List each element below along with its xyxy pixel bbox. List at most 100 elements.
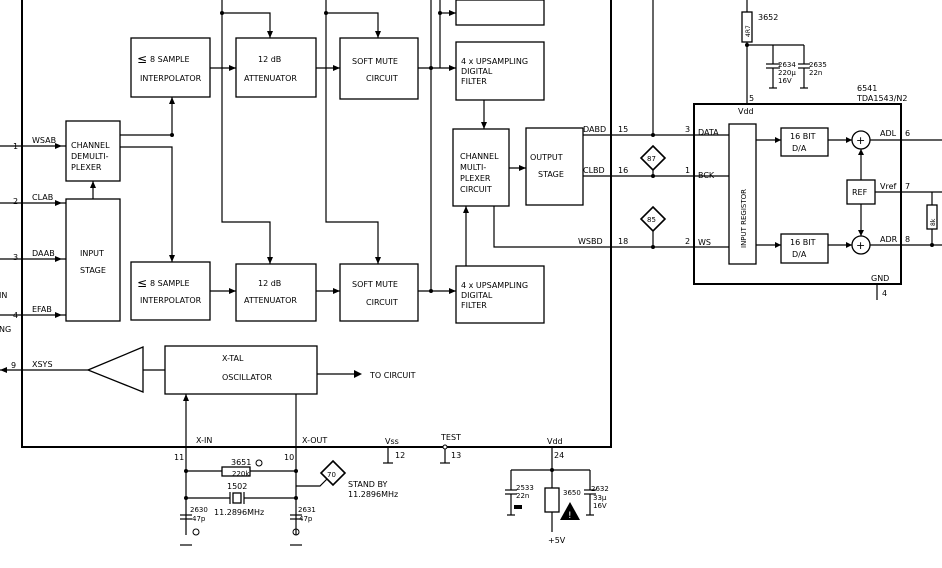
xout-label: X-OUT <box>302 436 327 445</box>
dac-pin5: 5 <box>749 94 754 103</box>
interpolator-top-label1: 8 SAMPLE <box>150 55 190 64</box>
upsampling-bot-label3: FILTER <box>461 301 487 310</box>
xtal-oscillator-block: X-TAL OSCILLATOR <box>164 345 318 395</box>
soft-mute-top-label2: CIRCUIT <box>366 74 398 83</box>
test-point-85: 85 <box>639 205 667 249</box>
c2630-label: 2630 <box>190 506 208 514</box>
pin2-name: CLAB <box>32 193 53 202</box>
tp87-label: 87 <box>647 155 656 163</box>
interpolator-bottom-block: 8 SAMPLE INTERPOLATOR ≤ <box>130 261 211 321</box>
dac-pin6: 6 <box>905 129 910 138</box>
interpolator-top-block: 8 SAMPLE INTERPOLATOR ≤ <box>130 37 211 98</box>
upsampling-bot-label1: 4 x UPSAMPLING <box>461 281 528 290</box>
le-glyph-bot: ≤ <box>137 276 147 290</box>
r3652-value: 4R7 <box>745 25 752 37</box>
pin13-number: 13 <box>451 451 461 460</box>
arrowheads <box>0 10 526 401</box>
pin3-name: DAAB <box>32 249 55 258</box>
xtal-label1: X-TAL <box>222 354 244 363</box>
plus5v-label: +5V <box>548 536 566 545</box>
edge-label-in: IN <box>0 291 7 300</box>
c2635-label: 2635 <box>809 61 827 69</box>
dac-bot-label2: D/A <box>792 250 807 259</box>
dsp-ic-outline <box>21 0 612 448</box>
xtal-label2: OSCILLATOR <box>222 373 272 382</box>
upsampling-bot-label2: DIGITAL <box>461 291 493 300</box>
attenuator-top-label1: 12 dB <box>258 55 281 64</box>
dac-part-label: TDA1543/N2 <box>856 94 908 103</box>
dac-pin4: 4 <box>882 289 887 298</box>
vref-resistor-value: 8k <box>930 218 937 226</box>
channel-demultiplexer-block: CHANNEL DEMULTI- PLEXER <box>65 120 121 182</box>
pin9-name: XSYS <box>32 360 53 369</box>
dac-chip: 6541 TDA1543/N2 Vdd 5 GND 4 DATA 3 BCK 1… <box>685 84 942 300</box>
internal-wires <box>0 0 611 447</box>
attenuator-bot-label1: 12 dB <box>258 279 281 288</box>
left-pins: 1 WSAB 2 CLAB 3 DAAB 4 EFAB 9 XSYS IN NG <box>0 136 56 370</box>
soft-mute-top-block: SOFT MUTE CIRCUIT <box>339 37 419 100</box>
test-label: TEST <box>440 433 461 442</box>
attenuator-top-label2: ATTENUATOR <box>244 74 297 83</box>
demux-label1: CHANNEL <box>71 141 110 150</box>
dac-ws-label: WS <box>698 238 711 247</box>
c2632-label: 2632 <box>591 485 609 493</box>
wsbd-label: WSBD <box>578 237 603 246</box>
dac-top-label2: D/A <box>792 144 807 153</box>
r3652-label: 3652 <box>758 13 778 22</box>
mux-label3: PLEXER <box>460 174 491 183</box>
dac-ref-label: 6541 <box>857 84 877 93</box>
pin1-name: WSAB <box>32 136 56 145</box>
output-stage-label2: STAGE <box>538 170 564 179</box>
r3651-label: 3651 <box>231 458 251 467</box>
to-circuit-label: TO CIRCUIT <box>369 371 416 380</box>
dac-supply-network: 4R7 3652 2634 220µ 16V 2635 22n <box>741 0 827 104</box>
x1502-value: 11.2896MHz <box>214 508 264 517</box>
adr-label: ADR <box>880 235 898 244</box>
c2632-value: 33µ <box>593 494 607 502</box>
mux-label4: CIRCUIT <box>460 185 492 194</box>
dac-pin3: 3 <box>685 125 690 134</box>
input-stage-label2: STAGE <box>80 266 106 275</box>
crystal-network: 3651 220k 1502 11.2896MHz 2630 47p 2631 … <box>180 447 316 546</box>
soft-mute-top-label1: SOFT MUTE <box>352 57 398 66</box>
sum-bot-glyph: + <box>856 239 865 252</box>
dac-data-label: DATA <box>698 128 719 137</box>
output-stage-block: OUTPUT STAGE <box>525 127 584 206</box>
channel-multiplexer-block: CHANNEL MULTI- PLEXER CIRCUIT <box>452 128 510 207</box>
input-stage-label1: INPUT <box>80 249 104 258</box>
c2634-voltage: 16V <box>778 77 792 85</box>
pin10-number: 10 <box>284 453 294 462</box>
upsampling-top-label1: 4 x UPSAMPLING <box>461 57 528 66</box>
c2632-voltage: 16V <box>593 502 607 510</box>
dac-top-label1: 16 BIT <box>790 132 816 141</box>
c2634-label: 2634 <box>778 61 796 69</box>
r3651-value: 220k <box>232 470 250 478</box>
vdd-decoupling-network: 2533 22n 3650 +5V ! 2632 33µ 16V <box>505 447 609 545</box>
vref-label: Vref <box>880 182 897 191</box>
pin24-number: 24 <box>554 451 564 460</box>
soft-mute-bot-label2: CIRCUIT <box>366 298 398 307</box>
adl-label: ADL <box>880 129 897 138</box>
c2630-value: 47p <box>192 515 206 523</box>
upsampling-bottom-block: 4 x UPSAMPLING DIGITAL FILTER <box>455 265 545 324</box>
pin15-number: 15 <box>618 125 628 134</box>
interpolator-bot-label1: 8 SAMPLE <box>150 279 190 288</box>
demux-label3: PLEXER <box>71 163 102 172</box>
interpolator-top-label2: INTERPOLATOR <box>140 74 202 83</box>
input-register-label: INPUT REGISTOR <box>740 189 748 248</box>
c2533-value: 22n <box>516 492 529 500</box>
upsampling-top-label2: DIGITAL <box>461 67 493 76</box>
test-point-70: 70 STAND BY 11.2896MHz <box>296 459 398 499</box>
sum-top-glyph: + <box>856 134 865 147</box>
interpolator-bot-label2: INTERPOLATOR <box>140 296 202 305</box>
clbd-label: CLBD <box>583 166 605 175</box>
dac-pin8: 8 <box>905 235 910 244</box>
tp85-label: 85 <box>647 216 656 224</box>
pin4-number: 4 <box>13 311 18 320</box>
pin1-number: 1 <box>13 142 18 151</box>
pin2-number: 2 <box>13 197 18 206</box>
attenuator-bot-label2: ATTENUATOR <box>244 296 297 305</box>
buffer-triangle <box>86 346 144 393</box>
c2631-label: 2631 <box>298 506 316 514</box>
